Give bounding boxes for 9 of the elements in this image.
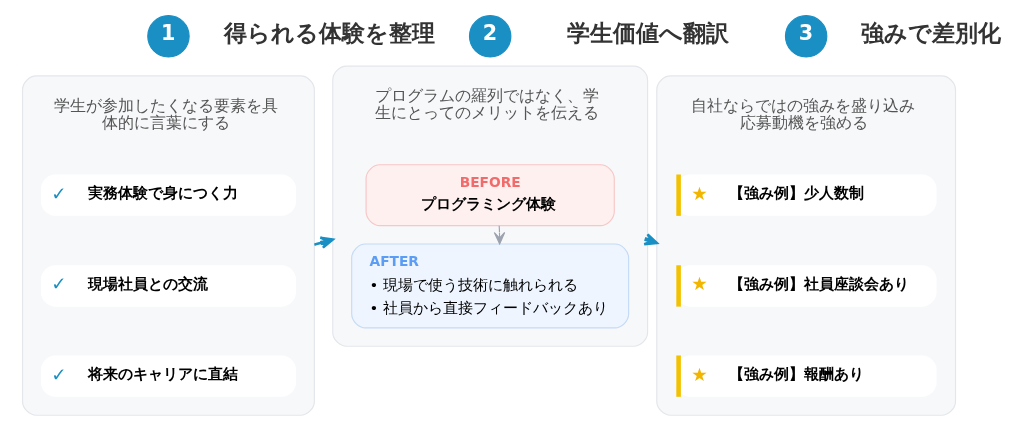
node-circle: 1 (147, 14, 190, 58)
node-label: 強みで差別化 (861, 19, 1002, 46)
arrow (314, 235, 335, 249)
node-label: 学生価値へ翻訳 (567, 19, 730, 46)
node-box: BEFORE プログラミング体験 (365, 163, 615, 226)
node-box: AFTER • 現場で使う技術に触れられる • 社員から直接フィードバックあり (351, 242, 630, 328)
node-circle: 3 (784, 14, 828, 58)
node-label: 得られる体験を整理 (224, 19, 436, 46)
node-circle: 2 (468, 14, 512, 58)
